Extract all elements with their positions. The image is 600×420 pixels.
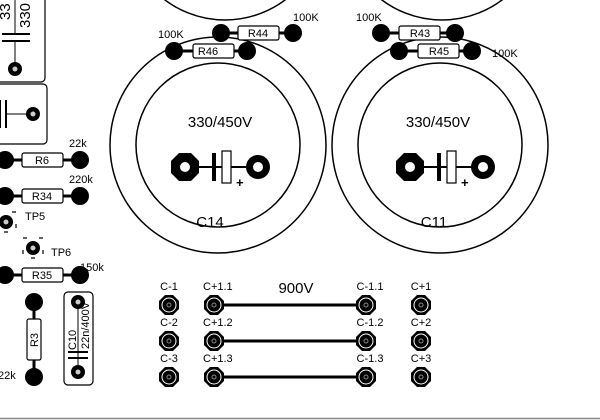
resistor-value: 220k bbox=[69, 174, 93, 186]
connector-label: C-1.1 bbox=[357, 281, 384, 293]
capacitor-ref: C14 bbox=[196, 214, 224, 231]
connector-label: C-3 bbox=[160, 353, 178, 365]
svg-text:+: + bbox=[461, 175, 469, 190]
connector-label: C-1 bbox=[160, 281, 178, 293]
connector-label: C+2 bbox=[411, 317, 432, 329]
resistor-ref: R46 bbox=[198, 46, 218, 58]
resistor-r45: R45 100K bbox=[390, 42, 518, 60]
resistor-r34: R34 220k bbox=[0, 174, 93, 205]
connector-label: C+1.3 bbox=[203, 353, 233, 365]
capacitor-c11: 330/450V C11 + bbox=[331, 36, 549, 254]
resistor-ref: R6 bbox=[35, 155, 49, 167]
resistor-value: 100K bbox=[356, 12, 382, 24]
connector-column-4: C+1 C+2 C+3 bbox=[410, 281, 432, 388]
test-point-tp5: TP5 bbox=[0, 211, 45, 233]
connector-column-2: C+1.1 C+1.2 C+1.3 bbox=[203, 281, 233, 388]
cap-value-label: 330 bbox=[17, 3, 34, 28]
svg-text:+: + bbox=[236, 175, 244, 190]
resistor-r46: R46 100K bbox=[158, 29, 256, 60]
resistor-r35: R35 150k bbox=[0, 262, 104, 284]
capacitor-outline-top-right bbox=[380, 0, 504, 21]
test-point-tp6: TP6 bbox=[22, 237, 71, 259]
capacitor-ref: C11 bbox=[421, 214, 447, 231]
connector-label: C-2 bbox=[160, 317, 178, 329]
resistor-ref: R35 bbox=[32, 270, 52, 282]
resistor-ref: R34 bbox=[32, 191, 52, 203]
top-left-capacitor-box: 33 330 bbox=[0, 0, 46, 83]
connector-column-1: C-1 C-2 C-3 bbox=[158, 281, 180, 388]
connector-label: C+1.2 bbox=[203, 317, 233, 329]
resistor-value: 100K bbox=[492, 48, 518, 60]
connector-label: C-1.3 bbox=[357, 353, 384, 365]
connector-label: C+3 bbox=[411, 353, 432, 365]
resistor-value: 22k bbox=[69, 138, 87, 150]
connector-column-3: C-1.1 C-1.2 C-1.3 bbox=[355, 281, 384, 388]
resistor-ref: R44 bbox=[248, 28, 268, 40]
connector-traces bbox=[214, 303, 366, 379]
resistor-value: 100K bbox=[158, 29, 184, 41]
resistor-r6: R6 22k bbox=[0, 138, 89, 169]
voltage-label: 900V bbox=[278, 280, 313, 297]
connector-label: C+1.1 bbox=[203, 281, 233, 293]
resistor-r44: R44 100K bbox=[212, 12, 319, 42]
cap-value-label: 33 bbox=[0, 3, 14, 20]
resistor-value: 150k bbox=[80, 262, 104, 274]
capacitor-ref: C10 bbox=[67, 330, 79, 350]
resistor-ref: R3 bbox=[29, 333, 41, 347]
resistor-ref: R45 bbox=[429, 46, 449, 58]
capacitor-outline-top-left bbox=[163, 0, 287, 21]
capacitor-value: 330/450V bbox=[406, 114, 470, 131]
resistor-value: 22k bbox=[0, 370, 16, 382]
capacitor-value: 330/450V bbox=[188, 114, 252, 131]
resistor-r3: R3 22k bbox=[0, 293, 43, 386]
connector-label: C-1.2 bbox=[357, 317, 384, 329]
resistor-value: 100K bbox=[293, 12, 319, 24]
resistor-r43: R43 100K bbox=[356, 12, 464, 42]
top-left-capacitor-box-2 bbox=[0, 83, 48, 145]
resistor-ref: R43 bbox=[410, 28, 430, 40]
capacitor-c14: 330/450V C14 + bbox=[109, 36, 327, 254]
capacitor-value: 22n/400V bbox=[80, 301, 92, 349]
capacitor-c10: C10 22n/400V bbox=[63, 291, 94, 386]
test-point-label: TP5 bbox=[25, 211, 45, 223]
connector-label: C+1 bbox=[411, 281, 432, 293]
test-point-label: TP6 bbox=[51, 247, 71, 259]
